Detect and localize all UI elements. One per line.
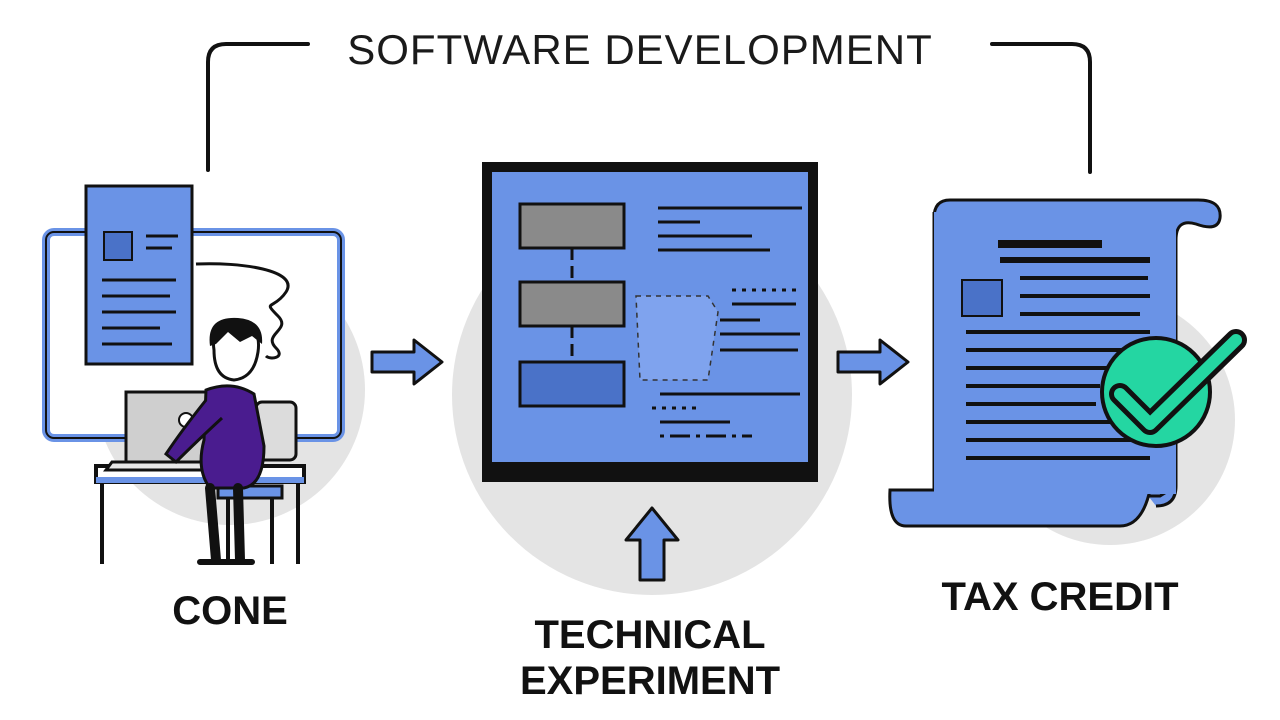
step-label-cone: CONE bbox=[172, 589, 288, 633]
screen-bottom-ticks bbox=[494, 466, 568, 476]
flow-box bbox=[518, 360, 626, 408]
step-label-line: EXPERIMENT bbox=[519, 659, 781, 703]
diagram-title: SOFTWARE DEVELOPMENT bbox=[347, 26, 933, 73]
flowchart-screen-icon bbox=[482, 162, 818, 482]
developer-at-computer-icon bbox=[42, 184, 345, 565]
arrow-up-icon bbox=[624, 506, 680, 582]
flow-box bbox=[518, 202, 626, 250]
document-lines bbox=[966, 240, 1150, 460]
title-bracket bbox=[206, 42, 1092, 174]
arrow-right-icon bbox=[370, 338, 444, 386]
thought-squiggle bbox=[195, 262, 290, 360]
checkmark-badge-icon bbox=[1100, 329, 1247, 448]
arrow-right-icon bbox=[836, 338, 910, 386]
flow-box bbox=[518, 280, 626, 328]
person bbox=[163, 317, 266, 565]
code-lines bbox=[652, 206, 802, 438]
floating-document bbox=[84, 184, 194, 366]
step-label-line: TECHNICAL bbox=[534, 613, 766, 657]
dashed-path bbox=[635, 295, 719, 381]
step-label-technical-experiment: TECHNICAL EXPERIMENT bbox=[470, 612, 830, 704]
step-label-tax-credit: TAX CREDIT bbox=[941, 575, 1179, 619]
